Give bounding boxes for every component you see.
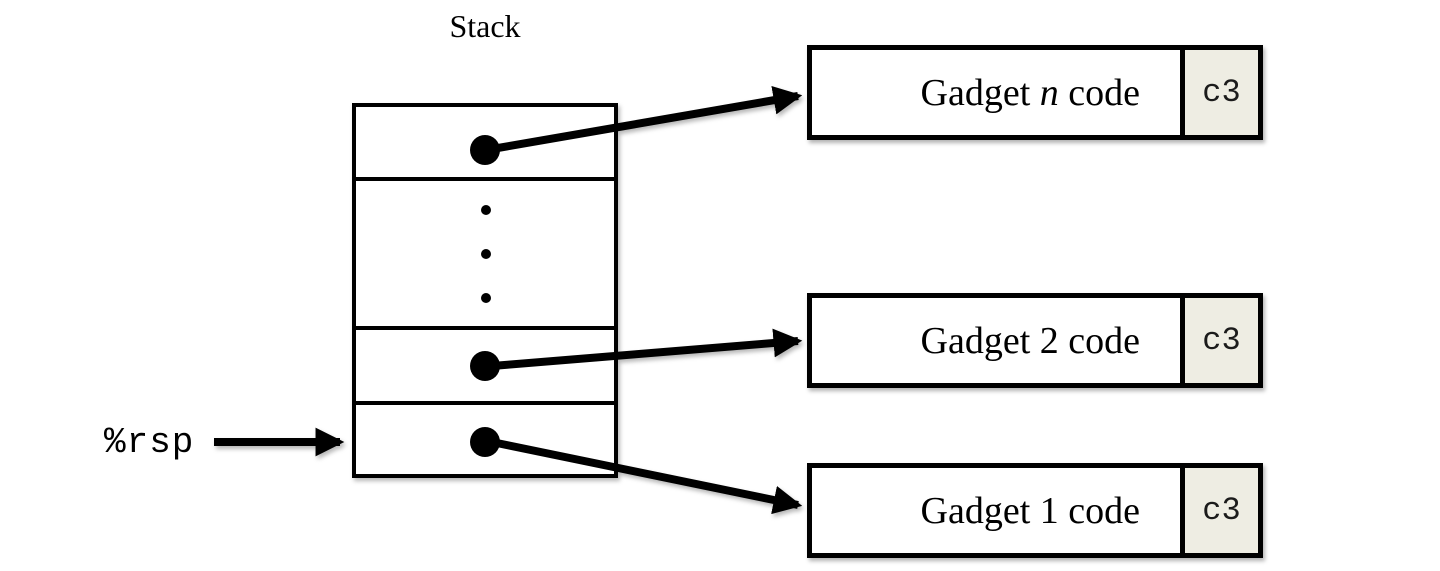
gadget-label-prefix: Gadget — [920, 319, 1040, 362]
gadget-n-box: Gadget n code c3 — [807, 45, 1263, 140]
gadget-label-var: 2 — [1039, 319, 1059, 362]
gadget-label-suffix: code — [1058, 319, 1140, 362]
ellipsis-dot — [481, 205, 491, 215]
arrow-to-gadget-2 — [491, 328, 803, 370]
ellipsis-dot — [481, 293, 491, 303]
gadget-label-var: 1 — [1039, 489, 1059, 532]
pointer-dot-gadget-2 — [470, 351, 500, 381]
gadget-label-suffix: code — [1058, 489, 1140, 532]
gadget-2-box: Gadget 2 code c3 — [807, 293, 1263, 388]
gadget-2-label: Gadget 2 code — [812, 298, 1180, 383]
gadget-label-suffix: code — [1058, 71, 1140, 114]
gadget-label-var: n — [1039, 71, 1059, 114]
gadget-2-ret-byte: c3 — [1180, 298, 1258, 383]
rsp-register-label: %rsp — [104, 422, 195, 463]
stack-title: Stack — [449, 8, 521, 44]
stack-box — [352, 103, 618, 478]
gadget-1-ret-byte: c3 — [1180, 468, 1258, 553]
gadget-1-label: Gadget 1 code — [812, 468, 1180, 553]
gadget-1-box: Gadget 1 code c3 — [807, 463, 1263, 558]
gadget-label-prefix: Gadget — [920, 489, 1040, 532]
ellipsis-dot — [481, 249, 491, 259]
gadget-n-label: Gadget n code — [812, 50, 1180, 135]
arrow-to-gadget-1 — [491, 438, 803, 515]
pointer-dot-gadget-n — [470, 135, 500, 165]
pointer-dot-gadget-1 — [470, 427, 500, 457]
gadget-label-prefix: Gadget — [920, 71, 1040, 114]
arrow-to-gadget-n — [491, 85, 803, 153]
gadget-n-ret-byte: c3 — [1180, 50, 1258, 135]
